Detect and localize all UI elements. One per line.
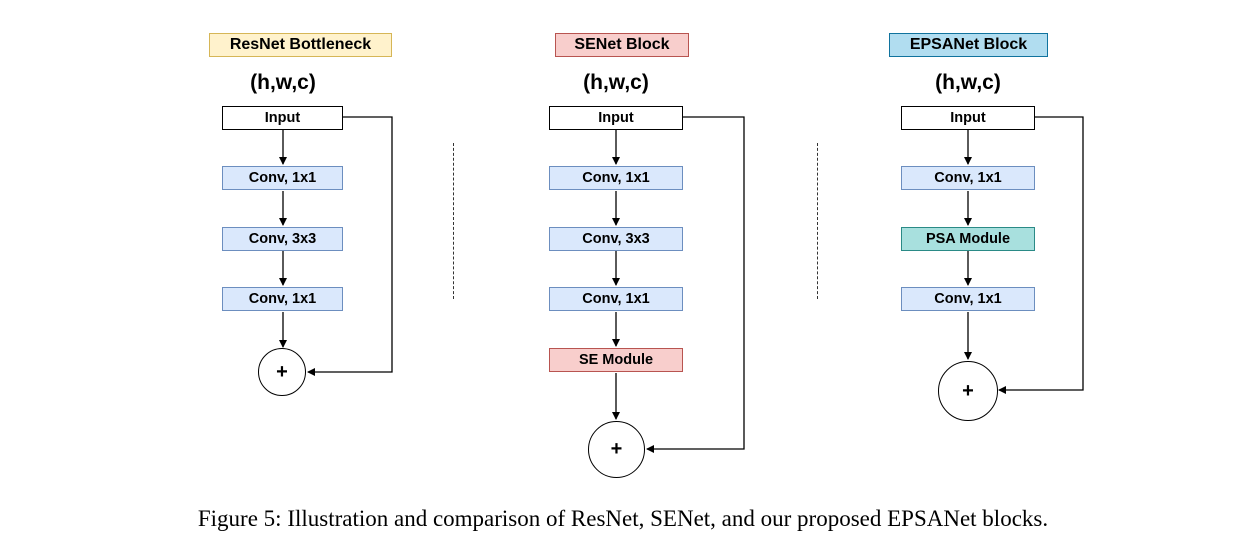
senet-wires: [612, 116, 745, 453]
epsanet-conv1-box: Conv, 1x1: [901, 166, 1035, 190]
senet-skip-connection: [646, 116, 745, 453]
epsanet-wires: [964, 116, 1084, 394]
senet-conv2-box: Conv, 3x3: [549, 227, 683, 251]
epsanet-conv2-box: Conv, 1x1: [901, 287, 1035, 311]
separator-2: [817, 143, 818, 299]
resnet-conv3-box: Conv, 1x1: [222, 287, 343, 311]
epsanet-skip-connection: [998, 116, 1084, 394]
resnet-skip-connection: [307, 116, 393, 376]
epsanet-shape-label: (h,w,c): [935, 71, 1001, 94]
senet-input-box: Input: [549, 106, 683, 130]
resnet-input-box: Input: [222, 106, 343, 130]
resnet-conv2-box: Conv, 3x3: [222, 227, 343, 251]
senet-conv3-box: Conv, 1x1: [549, 287, 683, 311]
senet-se-module-box: SE Module: [549, 348, 683, 372]
senet-conv1-box: Conv, 1x1: [549, 166, 683, 190]
epsanet-psa-module-box: PSA Module: [901, 227, 1035, 251]
epsanet-sum-node: +: [938, 361, 998, 421]
figure-caption: Figure 5: Illustration and comparison of…: [197, 506, 1049, 531]
resnet-sum-node: +: [258, 348, 306, 396]
senet-sum-node: +: [588, 421, 645, 478]
resnet-wires: [279, 116, 393, 376]
senet-shape-label: (h,w,c): [583, 71, 649, 94]
senet-title: SENet Block: [555, 33, 689, 57]
separator-1: [453, 143, 454, 299]
epsanet-title: EPSANet Block: [889, 33, 1048, 57]
resnet-shape-label: (h,w,c): [250, 71, 316, 94]
epsanet-input-box: Input: [901, 106, 1035, 130]
resnet-conv1-box: Conv, 1x1: [222, 166, 343, 190]
resnet-title: ResNet Bottleneck: [209, 33, 392, 57]
